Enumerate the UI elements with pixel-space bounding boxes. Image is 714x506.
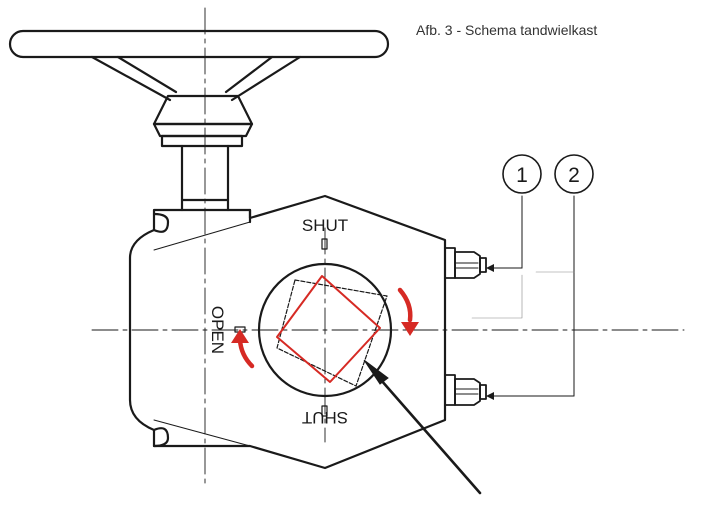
indicator-dashed-square xyxy=(276,279,388,387)
shut-label-bottom: SHUT xyxy=(302,408,348,427)
callout-1-arrowhead xyxy=(486,264,494,272)
pointer-arrow-head xyxy=(363,359,389,385)
limit-stop-bolts xyxy=(444,247,487,406)
callout-1-circle xyxy=(502,154,542,194)
callout-2-circle xyxy=(554,154,594,194)
open-label: OPEN xyxy=(208,306,227,354)
indicator-position-square xyxy=(276,275,381,383)
shut-label-top: SHUT xyxy=(302,216,348,235)
indicator-dial xyxy=(257,262,393,398)
callout-leaders xyxy=(471,195,575,397)
shaft xyxy=(180,144,230,212)
gearbox-housing xyxy=(128,194,447,470)
figure-caption: Afb. 3 - Schema tandwielkast xyxy=(416,22,598,38)
close-direction-arrow xyxy=(397,287,413,323)
close-arrowhead-icon xyxy=(401,322,419,336)
callout-2-arrowhead xyxy=(486,392,494,400)
callout-2-number: 2 xyxy=(568,164,580,187)
center-lines xyxy=(91,7,685,489)
pointer-arrow-line xyxy=(372,370,482,495)
callout-1-number: 1 xyxy=(516,164,528,187)
open-direction-arrow xyxy=(237,337,255,369)
open-arrowhead-icon xyxy=(231,329,249,343)
handwheel xyxy=(8,29,390,148)
